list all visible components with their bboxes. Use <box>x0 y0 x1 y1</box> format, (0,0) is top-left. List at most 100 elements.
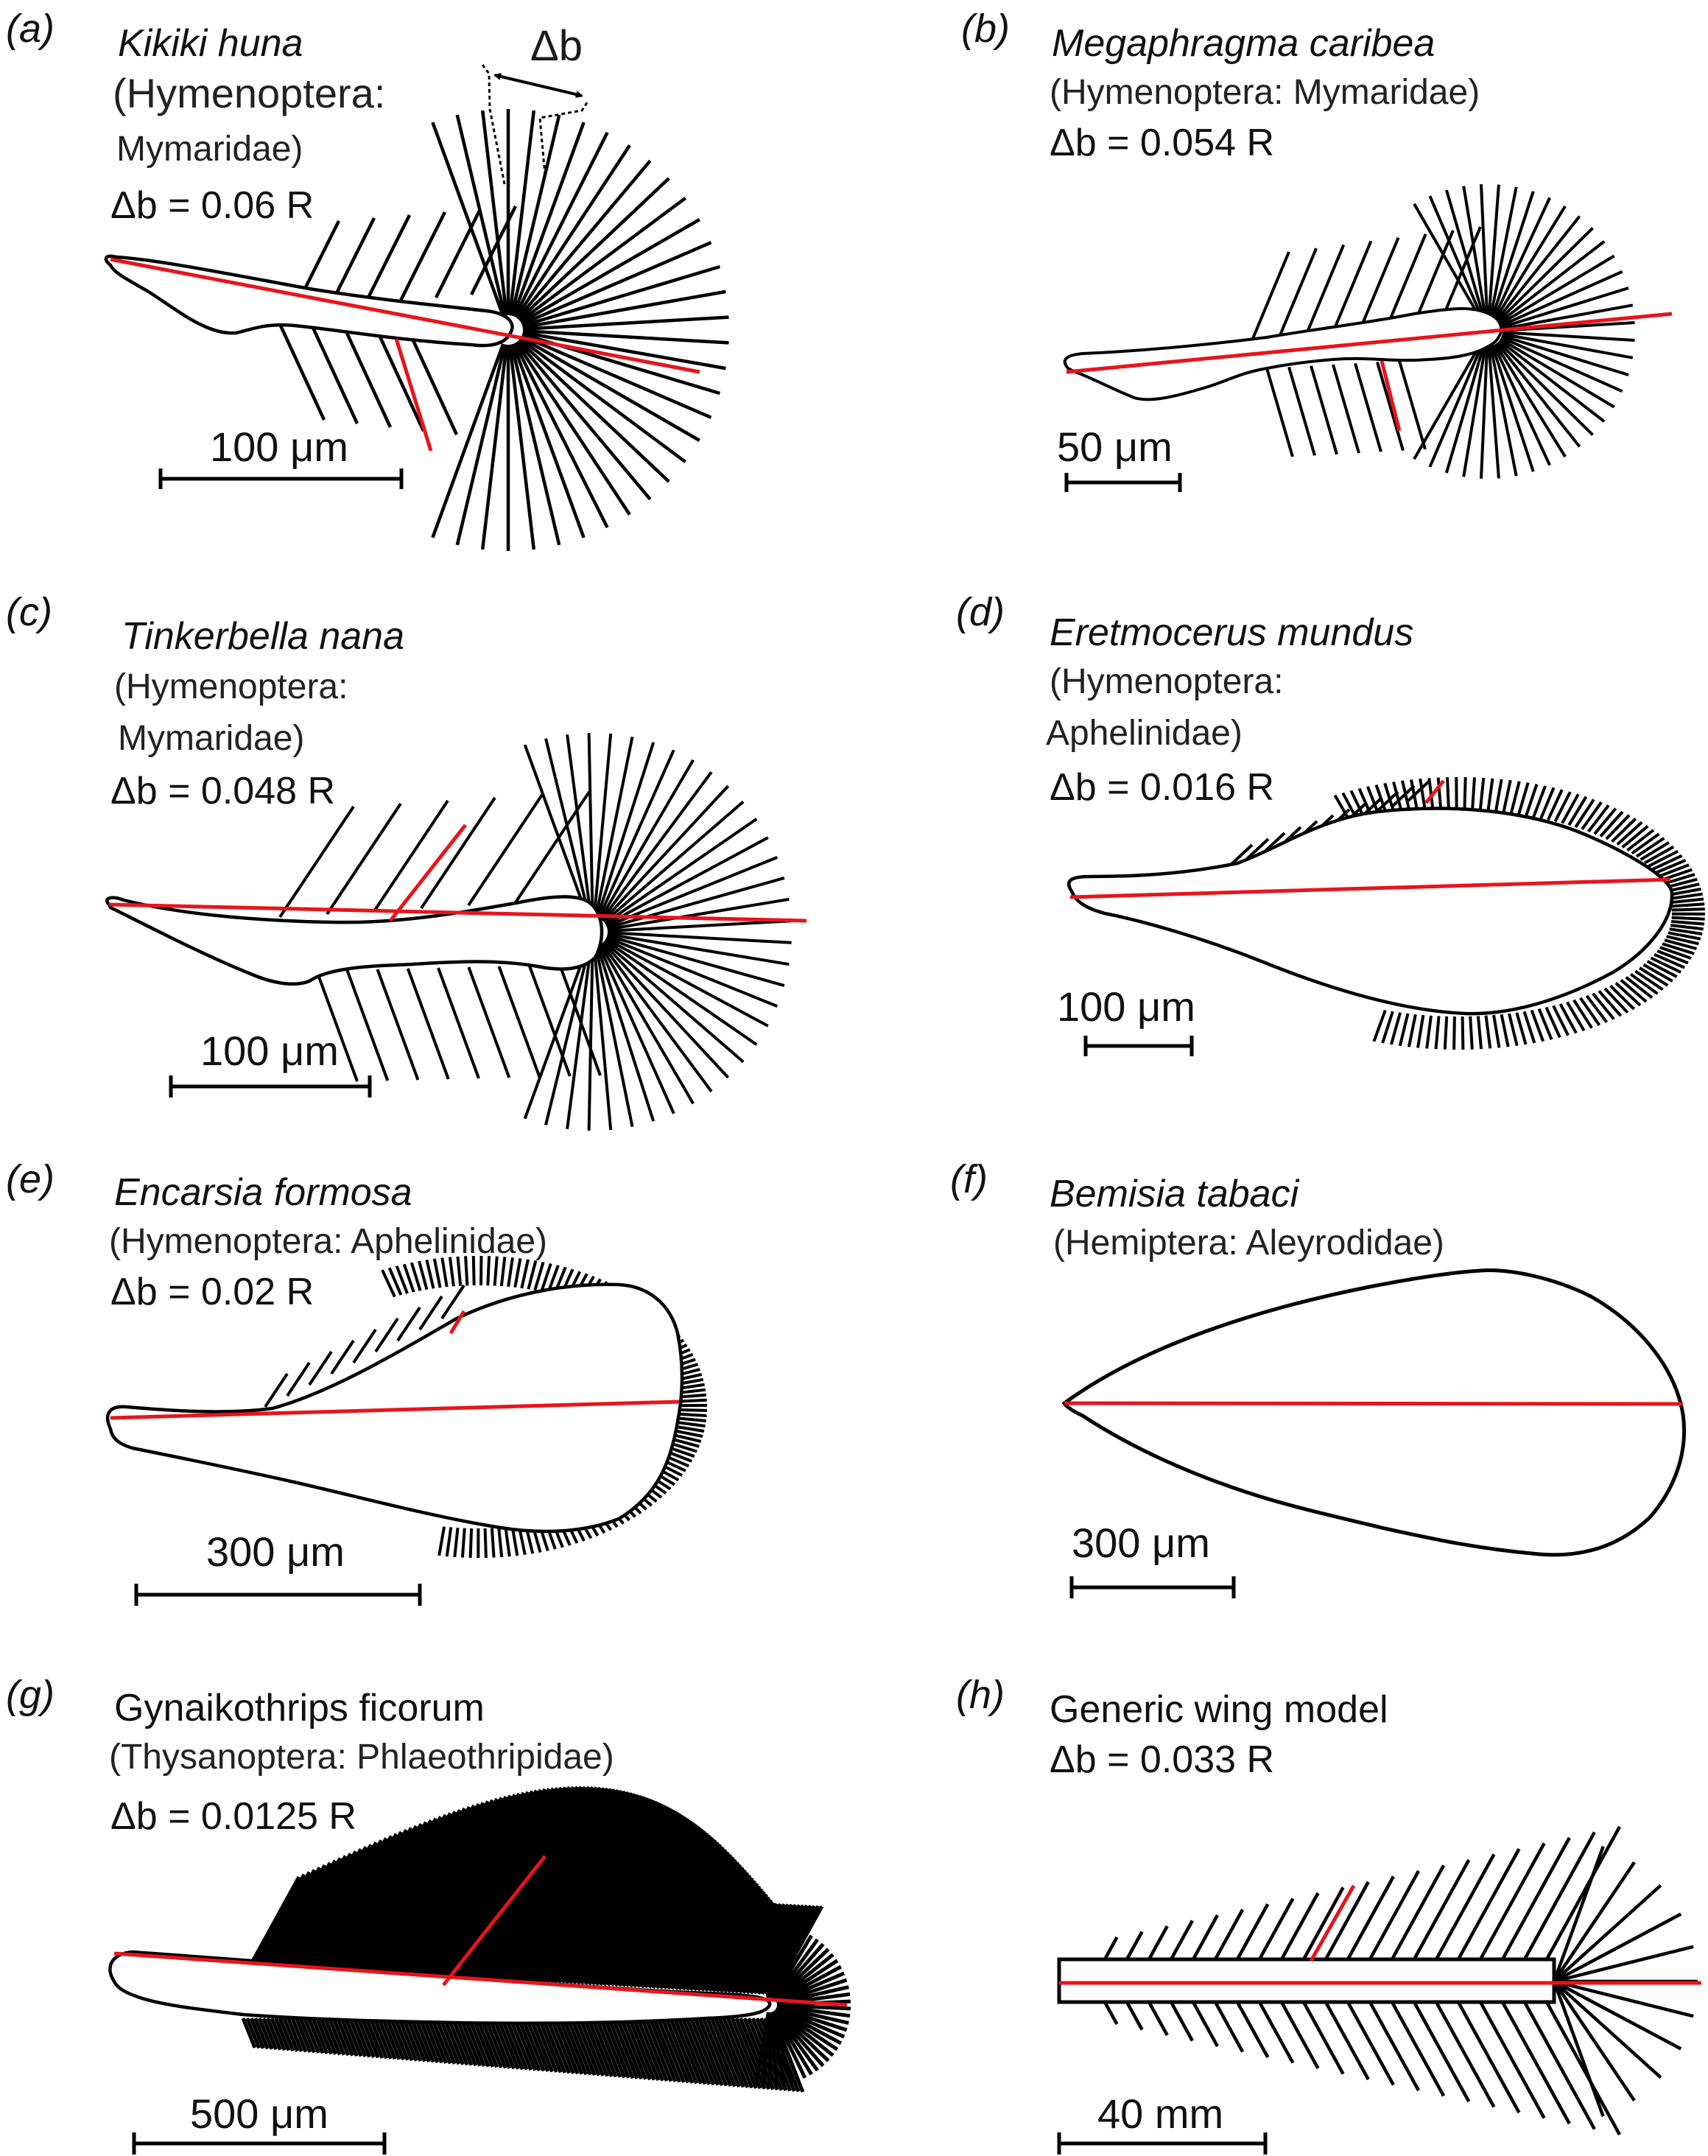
bristle <box>354 1816 443 1973</box>
bristle <box>1435 1853 1496 1961</box>
bristle <box>689 2018 720 2086</box>
bristle <box>510 1526 519 1556</box>
bristle <box>286 1853 353 1969</box>
bristle <box>315 970 359 1082</box>
bristle <box>1509 781 1521 814</box>
bristle <box>1671 902 1705 908</box>
bristle <box>1640 840 1670 861</box>
bristle <box>655 1853 732 1990</box>
bristle <box>381 1269 396 1298</box>
bristle <box>305 1841 378 1970</box>
bristle <box>1192 2001 1219 2048</box>
taxon-e-1: (Hymenoptera: Aphelinidae) <box>109 1222 548 1261</box>
bristle <box>1558 1003 1578 1034</box>
bristle <box>384 2018 406 2061</box>
bristle <box>594 1817 690 1986</box>
bristle <box>1587 804 1610 833</box>
bristle <box>606 1823 698 1987</box>
bristle <box>1653 952 1685 969</box>
bristle <box>513 1258 522 1288</box>
bristle <box>459 1786 567 1978</box>
bristle <box>434 208 482 299</box>
bristle <box>1669 892 1703 901</box>
bristle <box>504 2018 529 2071</box>
bristle <box>511 343 586 538</box>
bristle <box>282 2018 300 2052</box>
bristle <box>508 2018 533 2071</box>
bristle <box>478 1785 587 1979</box>
bristle <box>1419 778 1427 812</box>
bristle <box>587 1813 684 1986</box>
bristle <box>696 1882 759 1992</box>
bristle <box>374 1317 399 1353</box>
bristle <box>1495 342 1581 448</box>
bristle <box>1498 339 1606 423</box>
bristle <box>1368 2001 1420 2092</box>
bristle <box>422 2018 444 2064</box>
species-d: Eretmocerus mundus <box>1050 611 1414 654</box>
bristle <box>602 940 745 1064</box>
red-bristle-g <box>442 1855 547 1987</box>
scale-label-a: 100 μm <box>210 424 348 470</box>
bristle <box>443 2018 465 2065</box>
bristle <box>360 2018 380 2059</box>
bristle <box>723 1901 776 1993</box>
bristle <box>753 2012 770 2085</box>
red-bristle-c <box>389 824 467 922</box>
wing-outline-b <box>1063 307 1503 401</box>
bristle <box>493 1786 602 1980</box>
bristle <box>455 343 507 546</box>
bristle <box>549 1798 654 1984</box>
bristle <box>1374 790 1399 814</box>
bristle <box>1236 2001 1270 2059</box>
taxon-d-1: (Hymenoptera: <box>1050 662 1284 701</box>
bristle <box>1462 345 1487 477</box>
wing-g <box>108 1785 851 2155</box>
bristle <box>513 2018 538 2071</box>
bristle <box>1662 942 1695 955</box>
bristle <box>652 2018 682 2083</box>
bristle <box>1574 798 1595 829</box>
bristle <box>607 919 792 933</box>
bristle <box>515 341 631 516</box>
bristle <box>444 1788 551 1978</box>
bristle <box>632 1839 717 1988</box>
species-f: Bemisia tabaci <box>1050 1173 1299 1215</box>
bristle <box>432 1258 442 1288</box>
bristle <box>1452 1016 1456 1050</box>
bristle <box>1532 785 1547 818</box>
bristle <box>1625 976 1653 1000</box>
bristle <box>1522 1011 1536 1044</box>
bristle <box>1561 793 1580 824</box>
bristle <box>278 2018 295 2052</box>
bristle <box>1502 303 1634 331</box>
bristle <box>410 2018 431 2063</box>
bristle <box>574 2018 601 2076</box>
bristle <box>1670 920 1705 926</box>
bristle <box>522 289 726 329</box>
bristle <box>1671 916 1705 921</box>
bristle <box>553 2018 580 2075</box>
bristle <box>600 771 713 921</box>
panel-label-h: (h) <box>956 1673 1005 1717</box>
bristle <box>438 2018 461 2065</box>
bristle <box>1389 1012 1402 1045</box>
species-g: Gynaikothrips ficorum <box>114 1687 485 1730</box>
delta-b-a: Δb = 0.06 R <box>110 184 314 227</box>
bristle <box>1446 777 1450 811</box>
bristle <box>1415 230 1455 320</box>
bristle <box>1463 777 1467 811</box>
bristle <box>483 2018 507 2069</box>
red-bristle-d <box>1424 779 1445 804</box>
bristle <box>365 2018 384 2059</box>
bristle <box>248 1875 301 1967</box>
bristle <box>389 2018 410 2061</box>
bristle <box>576 1808 675 1985</box>
bristle <box>437 1526 446 1556</box>
bristle <box>1435 2001 1496 2108</box>
bristle <box>607 897 790 931</box>
bristle <box>1444 345 1486 474</box>
bristle <box>1497 227 1594 323</box>
red-bristle-e <box>449 1310 466 1335</box>
chord-g <box>113 1951 848 2007</box>
